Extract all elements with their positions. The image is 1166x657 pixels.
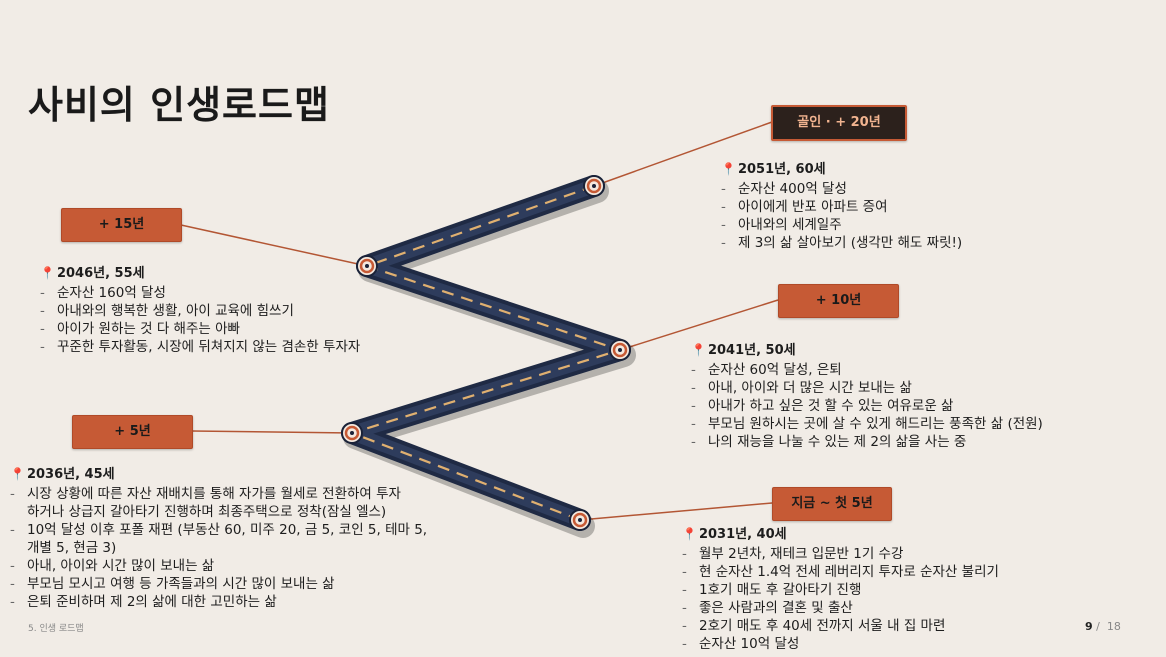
- list-item: 나의 재능을 나눌 수 있는 제 2의 삶을 사는 중: [691, 433, 1043, 451]
- milestone-markers: [341, 175, 631, 531]
- milestone-header: 2041년, 50세: [707, 343, 796, 358]
- list-item: 순자산 10억 달성: [682, 635, 999, 653]
- milestone-tag-now: 지금 ~ 첫 5년: [772, 487, 892, 521]
- milestone-block-2051: 📍2051년, 60세 순자산 400억 달성 아이에게 반포 아파트 증여 아…: [721, 160, 962, 252]
- list-item: 좋은 사람과의 결혼 및 출산: [682, 599, 999, 617]
- connector-line: [579, 502, 773, 521]
- list-item: 아내, 아이와 시간 많이 보내는 삶: [10, 557, 427, 575]
- list-item: 아이에게 반포 아파트 증여: [721, 198, 962, 216]
- page-separator: /: [1096, 620, 1100, 633]
- page-title: 사비의 인생로드맵: [28, 83, 330, 127]
- milestone-marker: [356, 255, 378, 277]
- list-item: 2호기 매도 후 40세 전까지 서울 내 집 마련: [682, 617, 999, 635]
- milestone-block-2046: 📍2046년, 55세 순자산 160억 달성 아내와의 행복한 생활, 아이 …: [40, 264, 360, 356]
- list-item: 1호기 매도 후 갈아타기 진행: [682, 581, 999, 599]
- map-pin-icon: 📍: [10, 467, 25, 481]
- list-item: 부모님 모시고 여행 등 가족들과의 시간 많이 보내는 삶: [10, 575, 427, 593]
- list-item: 순자산 60억 달성, 은퇴: [691, 361, 1043, 379]
- milestone-tag-15y: + 15년: [61, 208, 182, 242]
- milestone-marker: [609, 339, 631, 361]
- section-label: 5. 인생 로드맵: [28, 624, 84, 634]
- list-item: 순자산 400억 달성: [721, 180, 962, 198]
- page-indicator: 9 / 18: [1085, 620, 1121, 633]
- milestone-header: 2036년, 45세: [26, 467, 115, 482]
- list-item: 제 3의 삶 살아보기 (생각만 해도 짜릿!): [721, 234, 962, 252]
- connector-line: [593, 121, 773, 187]
- milestone-header: 2046년, 55세: [56, 266, 145, 281]
- milestone-block-2036: 📍2036년, 45세 시장 상황에 따른 자산 재배치를 통해 자가를 월세로…: [10, 465, 427, 611]
- connector-line: [191, 430, 353, 434]
- milestone-marker: [583, 175, 605, 197]
- milestone-header: 2051년, 60세: [737, 162, 826, 177]
- list-item: 현 순자산 1.4억 전세 레버리지 투자로 순자산 불리기: [682, 563, 999, 581]
- connector-line: [180, 224, 368, 267]
- map-pin-icon: 📍: [691, 343, 706, 357]
- list-item: 월부 2년차, 재테크 입문반 1기 수강: [682, 545, 999, 563]
- milestone-header: 2031년, 40세: [698, 527, 787, 542]
- milestone-tag-goal: 골인 · + 20년: [771, 105, 907, 141]
- map-pin-icon: 📍: [682, 527, 697, 541]
- list-item: 아내와의 행복한 생활, 아이 교육에 힘쓰기: [40, 302, 360, 320]
- connector-lines: [180, 121, 779, 521]
- milestone-marker: [341, 422, 363, 444]
- list-item: 아내가 하고 싶은 것 할 수 있는 여유로운 삶: [691, 397, 1043, 415]
- current-page: 9: [1085, 620, 1093, 633]
- milestone-block-2041: 📍2041년, 50세 순자산 60억 달성, 은퇴 아내, 아이와 더 많은 …: [691, 341, 1043, 451]
- list-item: 부모님 원하시는 곳에 살 수 있게 해드리는 풍족한 삶 (전원): [691, 415, 1043, 433]
- list-item: 아내와의 세계일주: [721, 216, 962, 234]
- connector-line: [619, 299, 779, 351]
- list-item: 순자산 160억 달성: [40, 284, 360, 302]
- list-item: 아이가 원하는 것 다 해주는 아빠: [40, 320, 360, 338]
- map-pin-icon: 📍: [721, 162, 736, 176]
- list-item: 꾸준한 투자활동, 시장에 뒤쳐지지 않는 겸손한 투자자: [40, 338, 360, 356]
- milestone-tag-10y: + 10년: [778, 284, 899, 318]
- list-item-continuation: 하거나 상급지 갈아타기 진행하며 최종주택으로 정착(잠실 엘스): [27, 504, 387, 520]
- list-item: 아내, 아이와 더 많은 시간 보내는 삶: [691, 379, 1043, 397]
- milestone-tag-5y: + 5년: [72, 415, 193, 449]
- map-pin-icon: 📍: [40, 266, 55, 280]
- milestone-marker: [569, 509, 591, 531]
- list-item: 은퇴 준비하며 제 2의 삶에 대한 고민하는 삶: [10, 593, 427, 611]
- milestone-block-2031: 📍2031년, 40세 월부 2년차, 재테크 입문반 1기 수강 현 순자산 …: [682, 525, 999, 653]
- list-item: 시장 상황에 따른 자산 재배치를 통해 자가를 월세로 전환하여 투자: [10, 485, 427, 503]
- total-pages: 18: [1106, 620, 1121, 633]
- list-item: 10억 달성 이후 포폴 재편 (부동산 60, 미주 20, 금 5, 코인 …: [10, 521, 427, 539]
- list-item-continuation: 개별 5, 현금 3): [27, 540, 117, 556]
